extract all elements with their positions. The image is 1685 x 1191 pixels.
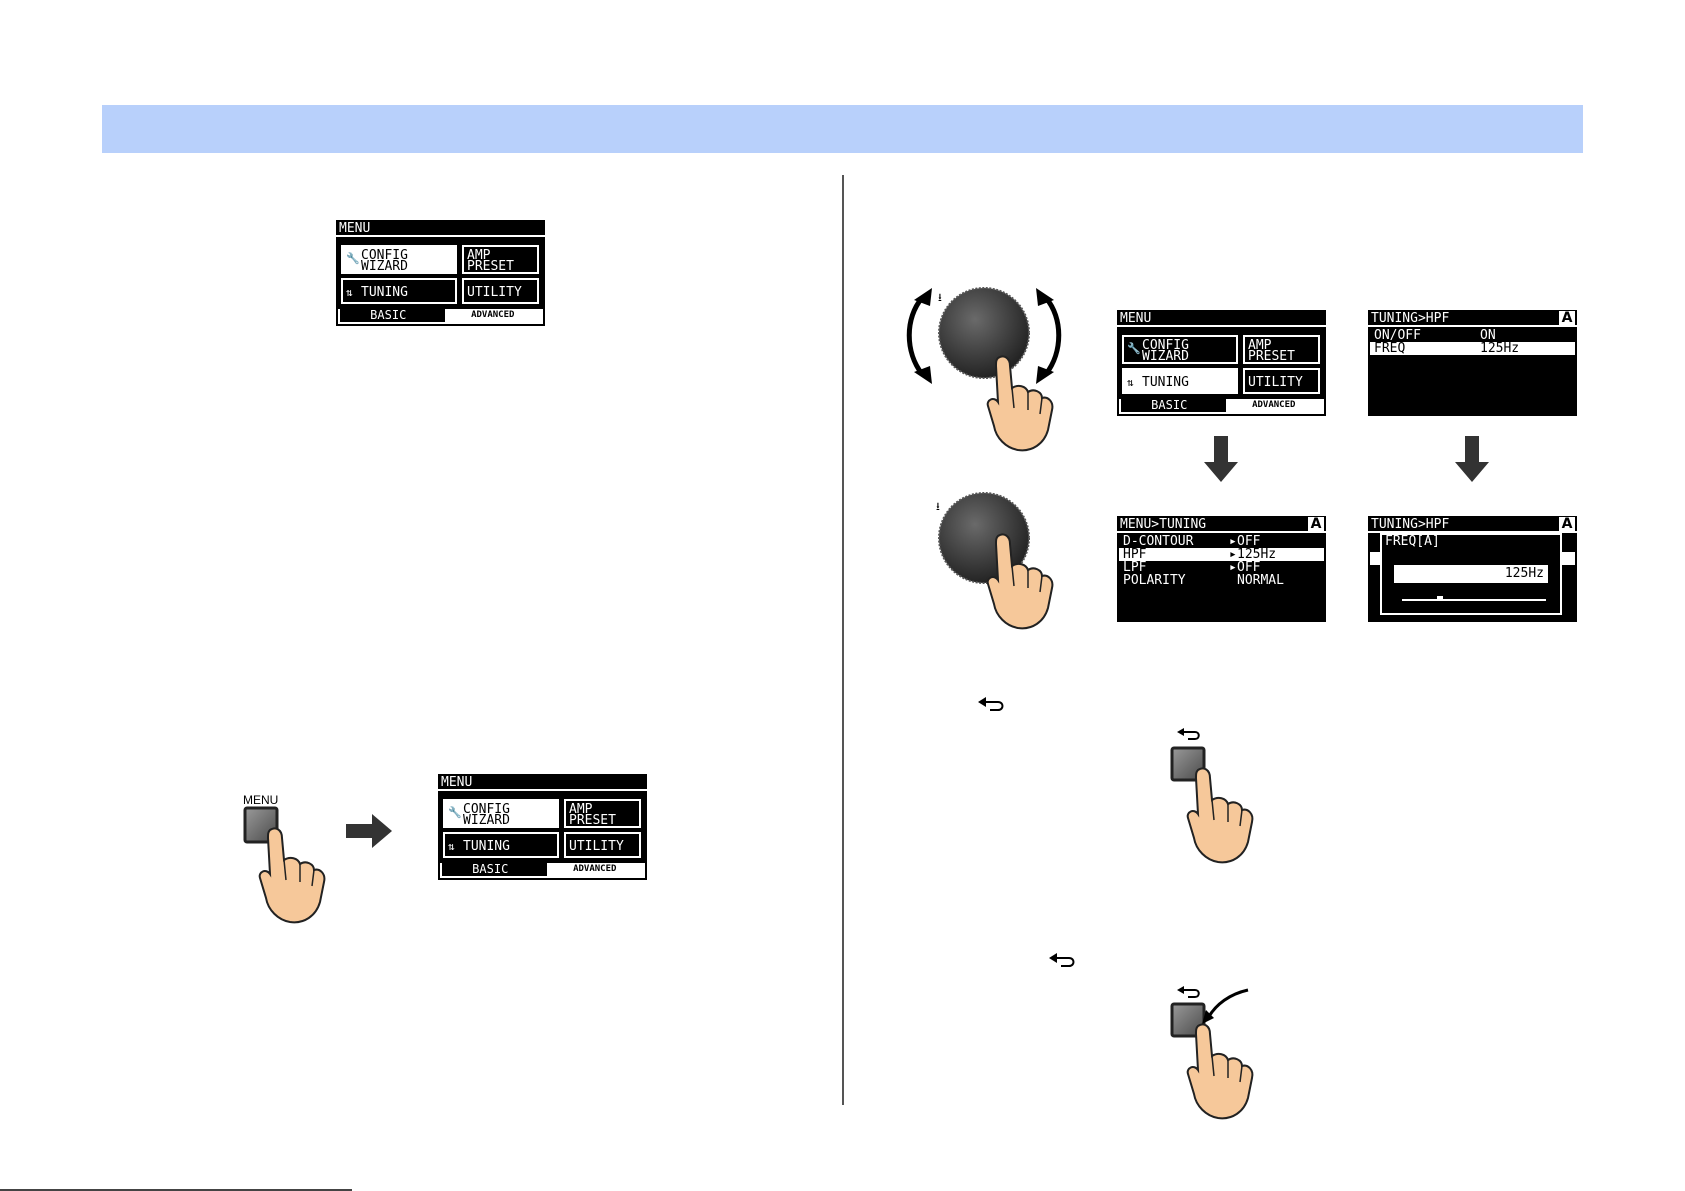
sliders-icon: ⇅	[346, 286, 353, 299]
right-arrow-icon	[346, 814, 392, 848]
tuning-row-dcontour[interactable]: D-CONTOUR ▸ OFF	[1123, 534, 1261, 549]
freq-slider[interactable]	[1402, 596, 1546, 601]
freq-value-box[interactable]: 125Hz	[1394, 565, 1548, 583]
menu-utility[interactable]: UTILITY	[1243, 368, 1320, 394]
sliders-icon: ⇅	[448, 840, 455, 853]
down-arrow-icon	[1455, 436, 1489, 482]
lcd-hpf-edit-screen: TUNING>HPF A FREQ[A] 125Hz	[1368, 516, 1577, 622]
menu-utility[interactable]: UTILITY	[462, 278, 539, 304]
section-banner	[102, 105, 1583, 153]
back-icon	[978, 697, 1004, 711]
tab-advanced[interactable]: ADVANCED	[546, 863, 643, 876]
rotary-knob-turn[interactable]: ⭳	[906, 287, 1062, 384]
channel-badge: A	[1308, 517, 1324, 532]
lcd-title: MENU>TUNING	[1117, 516, 1326, 533]
freq-edit-popup: FREQ[A] 125Hz	[1380, 533, 1562, 615]
footer-line	[0, 1189, 352, 1191]
tab-advanced[interactable]: ADVANCED	[444, 309, 541, 322]
channel-badge: A	[1559, 517, 1575, 532]
tab-basic[interactable]: BASIC	[472, 862, 509, 876]
tab-basic[interactable]: BASIC	[1151, 398, 1188, 412]
menu-tabs: BASIC ADVANCED	[440, 863, 645, 878]
svg-text:⭳: ⭳	[936, 500, 940, 513]
sliders-icon: ⇅	[1127, 376, 1134, 389]
hand-icon	[1186, 767, 1254, 864]
lcd-title: MENU	[336, 220, 545, 237]
tuning-row-hpf[interactable]: HPF ▸ 125Hz	[1119, 548, 1324, 561]
lcd-tuning-screen: MENU>TUNING A D-CONTOUR ▸ OFF HPF ▸ 125H…	[1117, 516, 1326, 622]
tuning-row-polarity[interactable]: POLARITY NORMAL	[1123, 573, 1284, 588]
tuning-row-lpf[interactable]: LPF ▸ OFF	[1123, 560, 1261, 575]
menu-utility[interactable]: UTILITY	[564, 832, 641, 858]
back-button-hold[interactable]	[1170, 986, 1249, 1038]
menu-tuning[interactable]: ⇅TUNING	[443, 832, 559, 858]
lcd-title: MENU	[1117, 310, 1326, 327]
wrench-icon: 🔧	[448, 806, 462, 819]
menu-tuning[interactable]: ⇅TUNING	[1122, 368, 1238, 394]
tab-basic[interactable]: BASIC	[370, 308, 407, 322]
back-icon	[1049, 953, 1075, 967]
menu-tuning[interactable]: ⇅TUNING	[341, 278, 457, 304]
slider-knob[interactable]	[1436, 596, 1443, 601]
svg-text:⭳: ⭳	[938, 291, 942, 304]
column-divider	[842, 175, 844, 1105]
lcd-hpf-screen: TUNING>HPF A ON/OFF ON FREQ 125Hz	[1368, 310, 1577, 416]
lcd-title: TUNING>HPF	[1368, 516, 1577, 533]
menu-tabs: BASIC ADVANCED	[1119, 399, 1324, 414]
tab-advanced[interactable]: ADVANCED	[1225, 399, 1322, 412]
menu-button-label: MENU	[243, 793, 279, 807]
wrench-icon: 🔧	[346, 252, 360, 265]
lcd-title: TUNING>HPF	[1368, 310, 1577, 327]
wrench-icon: 🔧	[1127, 342, 1141, 355]
hand-icon	[258, 827, 326, 924]
hand-icon	[1186, 1023, 1254, 1120]
down-arrow-icon	[1204, 436, 1238, 482]
hpf-row-freq[interactable]: FREQ 125Hz	[1370, 342, 1575, 355]
lcd-title: MENU	[438, 774, 647, 791]
channel-badge: A	[1559, 311, 1575, 326]
hpf-row-onoff[interactable]: ON/OFF ON	[1374, 328, 1496, 343]
popup-title: FREQ[A]	[1385, 534, 1440, 549]
menu-tabs: BASIC ADVANCED	[338, 309, 543, 324]
